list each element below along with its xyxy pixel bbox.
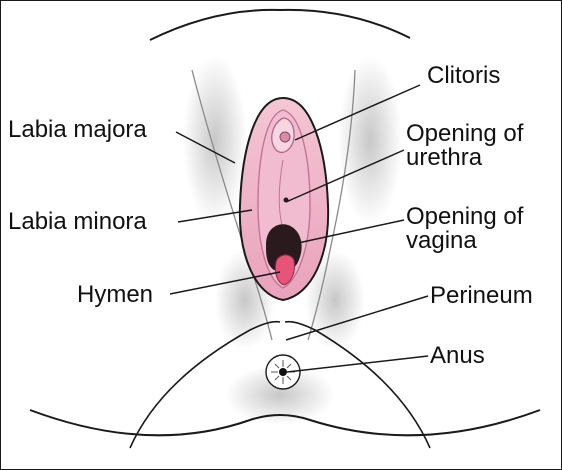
labia-majora-label: Labia majora (8, 118, 147, 142)
urethra-label-line2: urethra (406, 146, 523, 170)
clitoris-glans (280, 132, 290, 142)
clitoris-label: Clitoris (427, 64, 500, 88)
urethra-label: Opening of urethra (406, 122, 523, 170)
anus-label: Anus (430, 344, 485, 368)
urethra-label-line1: Opening of (406, 122, 523, 146)
vagina-label-line1: Opening of (406, 205, 523, 229)
labia-minora-label: Labia minora (8, 210, 147, 234)
perineum-label: Perineum (430, 284, 533, 308)
right-thigh-shading (338, 55, 402, 225)
anus-center (279, 368, 287, 376)
vagina-label-line2: vagina (406, 229, 523, 253)
vagina-label: Opening of vagina (406, 205, 523, 253)
hymen-label: Hymen (77, 283, 153, 307)
abdomen-contour (150, 10, 410, 40)
